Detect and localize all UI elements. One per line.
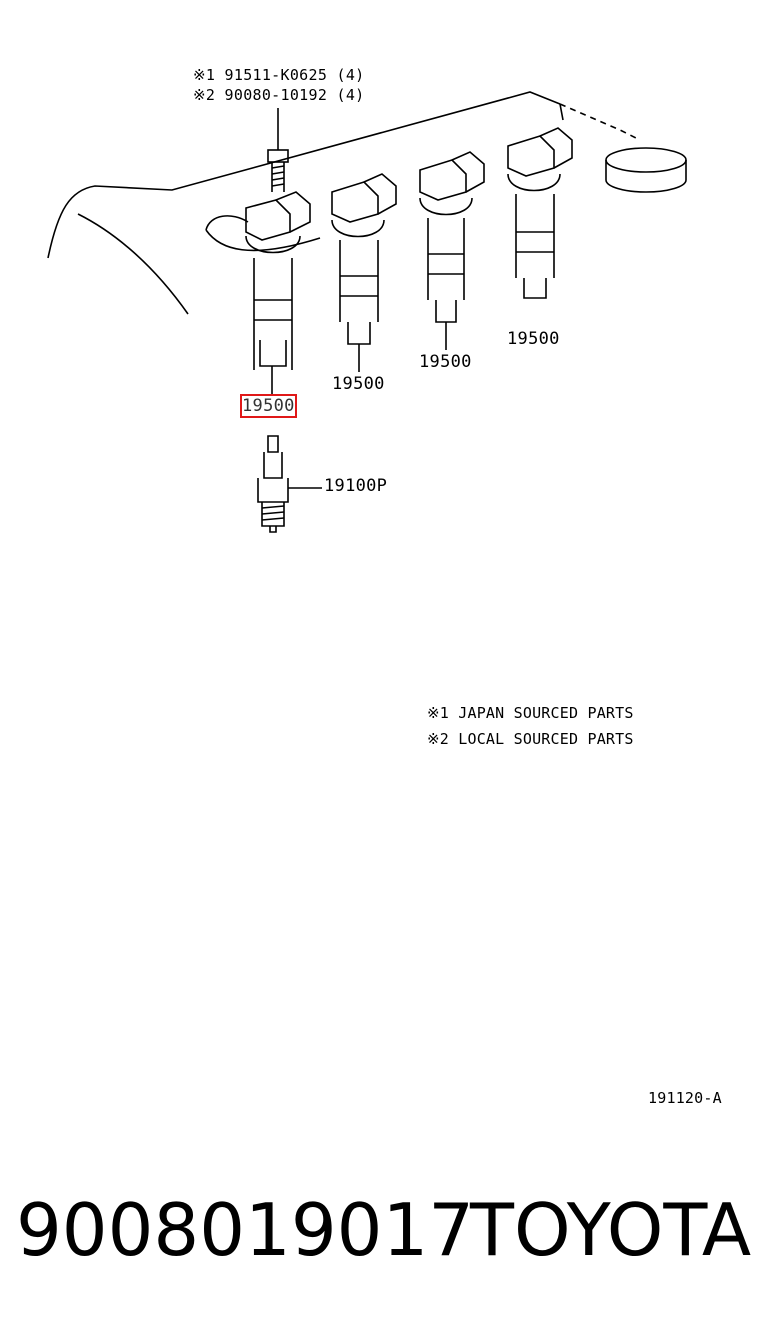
ignition-coil-2: [331, 173, 397, 372]
bolt-part: [267, 108, 289, 192]
engine-cover-side: [559, 103, 564, 121]
figure-code: 191120-A: [648, 1089, 722, 1107]
callout-coil-4[interactable]: 19500: [507, 329, 560, 349]
engine-cover-dashed: [559, 103, 641, 141]
cap-cylinder: [605, 147, 687, 193]
ignition-coil-1: [205, 191, 321, 396]
legend-japan-sourced: ※1 JAPAN SOURCED PARTS: [427, 704, 634, 722]
callout-bolt-japan: ※1 91511-K0625 (4): [193, 66, 365, 84]
footer-caption: 9008019017 TOYOTA: [0, 1182, 760, 1292]
ignition-coil-4: [507, 127, 573, 299]
callout-coil-1-highlighted[interactable]: 19500: [240, 394, 297, 418]
callout-bolt-local: ※2 90080-10192 (4): [193, 86, 365, 104]
brand-name: TOYOTA: [470, 1188, 752, 1272]
callout-coil-3[interactable]: 19500: [419, 352, 472, 372]
legend-local-sourced: ※2 LOCAL SOURCED PARTS: [427, 730, 634, 748]
spark-plug-part: [257, 435, 322, 533]
callout-coil-2[interactable]: 19500: [332, 374, 385, 394]
engine-cover-inner-edge: [77, 213, 189, 315]
engine-cover-outline: [47, 91, 561, 259]
callout-spark-plug[interactable]: 19100P: [324, 476, 388, 496]
part-number: 9008019017: [16, 1188, 475, 1272]
ignition-coil-3: [419, 151, 485, 350]
